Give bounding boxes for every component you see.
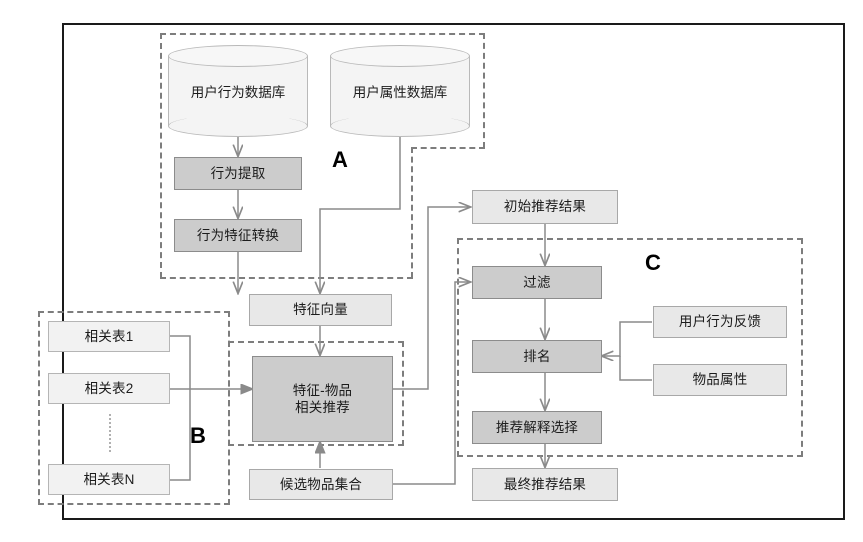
cylinder-bottom [168, 115, 308, 137]
node-label: 排名 [523, 348, 551, 364]
node-label-line2: 相关推荐 [295, 400, 350, 415]
group-a-label: A [332, 147, 348, 172]
group-a-border-step [411, 147, 485, 149]
node-label: 行为特征转换 [196, 227, 280, 243]
node-related-table-2[interactable]: 相关表2 [48, 373, 170, 404]
node-label: 用户行为反馈 [678, 314, 762, 330]
node-user-behavior-feedback[interactable]: 用户行为反馈 [653, 306, 787, 338]
node-label: 最终推荐结果 [503, 476, 587, 492]
node-related-table-1[interactable]: 相关表1 [48, 321, 170, 352]
node-label: 过滤 [523, 274, 551, 290]
node-label: 候选物品集合 [279, 476, 363, 492]
node-final-recommend-result[interactable]: 最终推荐结果 [472, 468, 618, 501]
group-a-border-right-upper [483, 33, 485, 148]
node-label: 相关表1 [84, 328, 134, 344]
node-ranking[interactable]: 排名 [472, 340, 602, 373]
group-c-label: C [645, 250, 661, 275]
user-behavior-db-label: 用户行为数据库 [190, 85, 286, 100]
ellipsis-dots [109, 414, 111, 452]
node-item-attribute[interactable]: 物品属性 [653, 364, 787, 396]
node-label-line1: 特征-物品 [292, 382, 353, 398]
node-filter[interactable]: 过滤 [472, 266, 602, 299]
group-b-label: B [190, 423, 206, 448]
node-feature-item-recommend[interactable]: 特征-物品 相关推荐 [252, 356, 393, 442]
node-label: 相关表2 [84, 380, 134, 396]
node-label: 特征向量 [293, 302, 348, 318]
cylinder-user-attribute-db: 用户属性数据库 [330, 45, 470, 137]
node-feature-vector[interactable]: 特征向量 [249, 294, 392, 326]
node-behavior-extraction[interactable]: 行为提取 [174, 157, 302, 190]
group-a-border-top [160, 33, 485, 35]
node-candidate-item-set[interactable]: 候选物品集合 [249, 469, 393, 500]
node-label: 物品属性 [692, 372, 748, 388]
group-a-border-left [160, 33, 162, 278]
cylinder-top [330, 45, 470, 67]
node-label: 行为提取 [210, 165, 266, 181]
node-label: 相关表N [83, 471, 135, 487]
cylinder-top [168, 45, 308, 67]
group-a-border-right-lower [411, 147, 413, 278]
node-related-table-n[interactable]: 相关表N [48, 464, 170, 495]
user-attribute-db-label: 用户属性数据库 [352, 85, 448, 100]
cylinder-bottom [330, 115, 470, 137]
node-initial-recommend-result[interactable]: 初始推荐结果 [472, 190, 618, 224]
node-behavior-feature-transform[interactable]: 行为特征转换 [174, 219, 302, 252]
group-a-border-bottom [160, 277, 413, 279]
node-label: 推荐解释选择 [495, 419, 579, 435]
node-label: 初始推荐结果 [503, 199, 587, 215]
node-recommend-explain-select[interactable]: 推荐解释选择 [472, 411, 602, 444]
cylinder-user-behavior-db: 用户行为数据库 [168, 45, 308, 137]
